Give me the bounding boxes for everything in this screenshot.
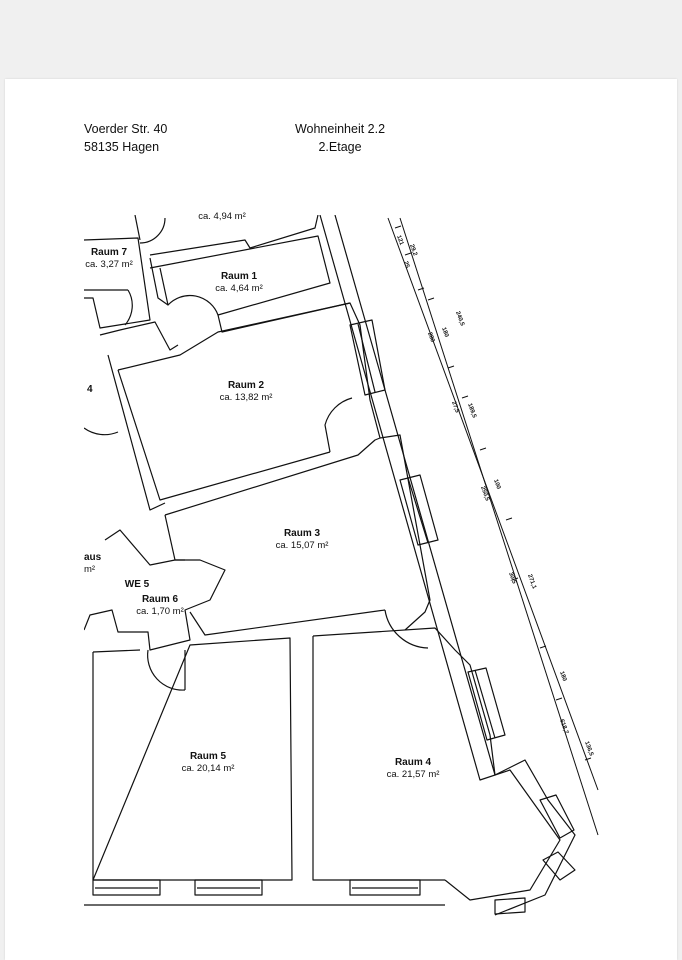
dimension-labels: 121 29,2 25 240,5 180 280 27,5 189,5 100… xyxy=(395,235,594,758)
bay-window-2 xyxy=(542,851,576,881)
door-arc-raum3 xyxy=(384,609,429,649)
bay-window-3 xyxy=(494,897,526,915)
door-arc-raum6 xyxy=(147,649,186,691)
dim-2: 25 xyxy=(402,261,410,270)
we5-label: WE 5 xyxy=(125,579,150,590)
dim-14: 136,5 xyxy=(583,741,594,758)
dim-5: 280 xyxy=(426,332,435,344)
window-raum2 xyxy=(349,319,386,396)
dim-6: 27,5 xyxy=(450,401,460,415)
raum7-walls xyxy=(84,237,151,329)
dimension-line-b xyxy=(399,217,599,836)
raum3-walls xyxy=(164,434,431,631)
dim-8: 100 xyxy=(492,479,501,491)
bay-window-1 xyxy=(539,794,575,839)
clipped-left-m: m² xyxy=(84,564,95,575)
dim-1: 29,2 xyxy=(408,244,418,258)
dim-13: 618,7 xyxy=(558,719,569,736)
facade-wall-outer xyxy=(319,215,561,901)
clipped-left-aus: aus xyxy=(84,552,102,563)
raum1-walls xyxy=(149,257,169,306)
dimension-line-a xyxy=(387,217,599,791)
dim-9: 250,5 xyxy=(479,486,490,503)
raum2-walls xyxy=(117,302,381,439)
raum1-area: ca. 4,64 m² xyxy=(215,283,263,294)
unit-title: Wohneinheit 2.2 xyxy=(294,122,386,136)
raum4-area: ca. 21,57 m² xyxy=(387,769,440,780)
window-raum4-bottom xyxy=(349,879,421,896)
raum7-area: ca. 3,27 m² xyxy=(85,259,133,270)
window-raum5b xyxy=(194,879,263,896)
address-city: 58135 Hagen xyxy=(84,140,160,154)
raum5-name: Raum 5 xyxy=(190,751,227,762)
dim-10: 30,5 xyxy=(507,572,517,586)
window-raum4-side xyxy=(467,667,506,741)
dim-12: 180 xyxy=(558,671,567,683)
raum2-area: ca. 13,82 m² xyxy=(220,392,273,403)
raum4-walls xyxy=(312,627,496,776)
door-arc-top xyxy=(139,217,166,244)
door-arc-raum2 xyxy=(324,397,353,453)
raum5-walls xyxy=(92,637,293,881)
dim-0: 121 xyxy=(395,235,404,247)
dim-11: 271,1 xyxy=(526,574,537,591)
door-arc-raum7 xyxy=(124,289,133,326)
address-block: Voerder Str. 40 58135 Hagen xyxy=(84,120,167,156)
dim-4: 180 xyxy=(440,327,449,339)
raum6-area: ca. 1,70 m² xyxy=(136,606,184,617)
raum3-name: Raum 3 xyxy=(284,528,321,539)
clipped-left-4: 4 xyxy=(87,384,93,395)
raum4-name: Raum 4 xyxy=(395,757,432,768)
dim-3: 240,5 xyxy=(454,311,465,328)
dim-7: 189,5 xyxy=(466,403,477,420)
unit-block: Wohneinheit 2.2 2.Etage xyxy=(245,120,435,156)
raum6-walls xyxy=(84,529,226,651)
raum3-area: ca. 15,07 m² xyxy=(276,540,329,551)
clipped-top-area: ca. 4,94 m² xyxy=(198,211,246,222)
door-arc-raum1 xyxy=(167,294,219,316)
window-raum3 xyxy=(399,474,439,546)
address-street: Voerder Str. 40 xyxy=(84,122,168,136)
raum1-name: Raum 1 xyxy=(221,271,258,282)
room-labels: Raum 7 ca. 3,27 m² Raum 1 ca. 4,64 m² Ra… xyxy=(84,211,439,780)
raum7-name: Raum 7 xyxy=(91,247,128,258)
raum5-area: ca. 20,14 m² xyxy=(182,763,235,774)
raum6-name: Raum 6 xyxy=(142,594,179,605)
floor-label: 2.Etage xyxy=(318,140,362,154)
raum2-name: Raum 2 xyxy=(228,380,265,391)
window-raum5a xyxy=(92,879,161,896)
top-wall xyxy=(149,215,319,256)
door-arc-left xyxy=(84,427,119,436)
